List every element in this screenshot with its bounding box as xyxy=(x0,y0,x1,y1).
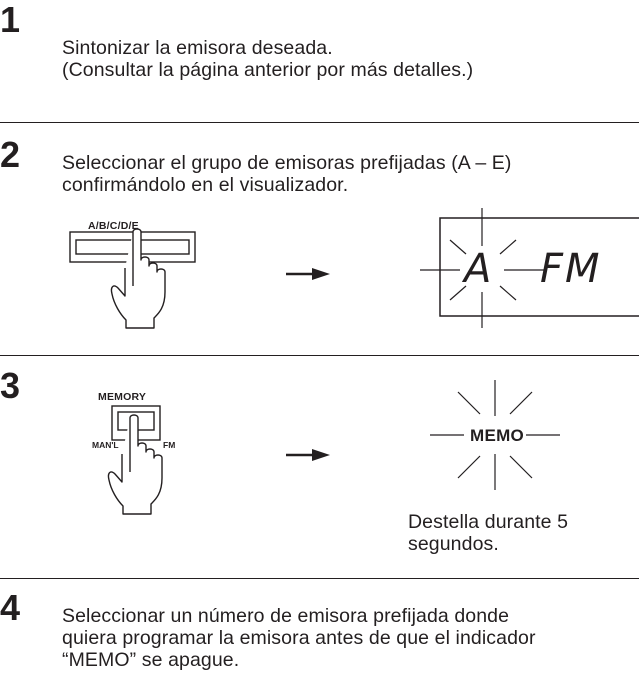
right-arrow-icon xyxy=(286,449,330,461)
step-4-text: Seleccionar un número de emisora prefija… xyxy=(62,605,536,671)
flashing-rays-icon xyxy=(430,380,560,490)
abcde-button-illustration xyxy=(69,228,196,329)
step-1-line-2: (Consultar la página anterior por más de… xyxy=(62,59,474,81)
step-3-number: 3 xyxy=(0,365,21,406)
hand-pressing-icon xyxy=(110,228,166,329)
divider-3 xyxy=(0,578,639,579)
display-panel xyxy=(420,208,639,328)
step-1-text: Sintonizar la emisora deseada. (Consulta… xyxy=(62,37,473,81)
step-4-number: 4 xyxy=(0,587,21,628)
display-mode-text: FM xyxy=(540,246,602,292)
right-arrow-icon xyxy=(286,268,330,280)
step-2-line-1: Seleccionar el grupo de emisoras prefija… xyxy=(62,152,512,174)
step-2-text: Seleccionar el grupo de emisoras prefija… xyxy=(62,152,512,196)
memo-indicator: MEMO xyxy=(470,426,525,445)
step-4-line-3: “MEMO” se apague. xyxy=(62,649,240,671)
step-4-line-2: quiera programar la emisora antes de que… xyxy=(62,627,536,649)
note-line-2: segundos. xyxy=(408,533,499,555)
divider-2 xyxy=(0,355,639,356)
display-band-letter: A xyxy=(464,246,494,292)
step-1-number: 1 xyxy=(0,0,21,40)
fm-label: FM xyxy=(163,440,176,450)
memory-button-label: MEMORY xyxy=(98,391,147,403)
abcde-button-label: A/B/C/D/E xyxy=(88,220,139,232)
step-4-line-1: Seleccionar un número de emisora prefija… xyxy=(62,605,510,627)
flash-duration-note: Destella durante 5 segundos. xyxy=(408,511,568,555)
note-line-1: Destella durante 5 xyxy=(408,511,569,533)
hand-pressing-icon xyxy=(107,414,163,515)
flashing-rays-icon xyxy=(420,208,544,328)
step-2-number: 2 xyxy=(0,134,21,175)
memory-button-illustration xyxy=(107,405,163,515)
divider-1 xyxy=(0,122,639,123)
step-1-line-1: Sintonizar la emisora deseada. xyxy=(62,37,333,59)
manl-label: MAN'L xyxy=(92,440,119,450)
step-2-line-2: confirmándolo en el visualizador. xyxy=(62,174,349,196)
